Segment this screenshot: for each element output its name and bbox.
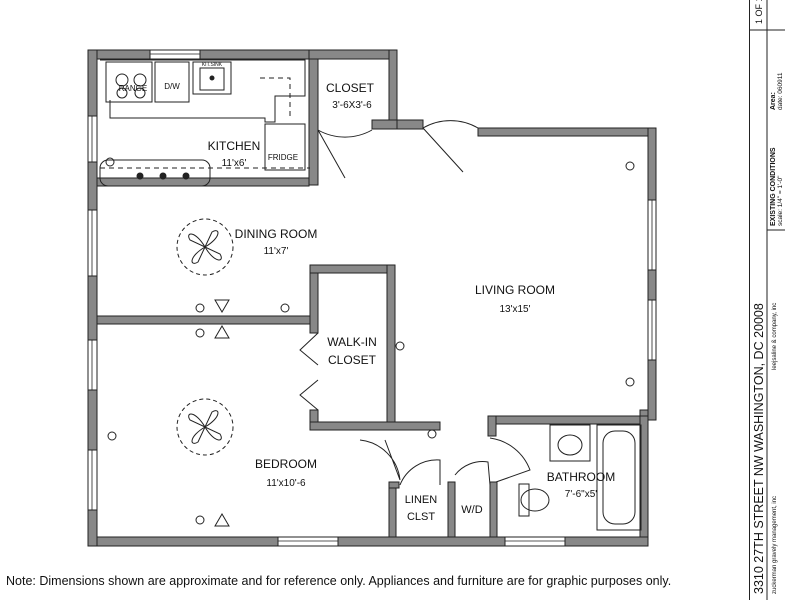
door-wd bbox=[454, 461, 491, 486]
wall-north-living-b bbox=[477, 127, 657, 137]
closet-name: CLOSET bbox=[326, 81, 375, 95]
wall-west bbox=[87, 49, 98, 547]
title-block: 1 OF 1 3310 27TH STREET NW WASHINGTON, D… bbox=[749, 0, 785, 600]
closet-dims: 3'-6X3'-6 bbox=[332, 100, 372, 111]
credit-zuckerman: zuckerman gravely management, inc bbox=[772, 496, 778, 594]
wall-wd-east bbox=[489, 481, 498, 538]
door-bedroom bbox=[359, 439, 401, 481]
living-name: LIVING ROOM bbox=[475, 283, 555, 297]
door-bath bbox=[489, 437, 531, 483]
wall-east bbox=[647, 127, 657, 421]
wall-north-living-a bbox=[396, 119, 424, 130]
window-dining-west bbox=[87, 209, 98, 277]
fan-dining bbox=[176, 218, 234, 276]
wall-linen-east bbox=[447, 481, 456, 538]
bathtub bbox=[596, 424, 642, 531]
wall-closet-east bbox=[388, 49, 398, 129]
wall-closet-bottom bbox=[371, 119, 398, 130]
window-bedroom-west-b bbox=[87, 449, 98, 511]
sheet-number: 1 OF 1 bbox=[754, 0, 764, 24]
door-closet bbox=[317, 129, 373, 179]
scale: scale: 1/4" = 1'-0" bbox=[777, 175, 784, 226]
disclaimer-note: Note: Dimensions shown are approximate a… bbox=[6, 574, 672, 588]
living-dims: 13'x15' bbox=[499, 304, 530, 315]
window-bedroom-west-a bbox=[87, 339, 98, 391]
credit-lee: leejsaline & company, inc bbox=[772, 303, 778, 370]
bedroom-name: BEDROOM bbox=[255, 457, 317, 471]
bedroom-dims: 11'x10'-6 bbox=[266, 478, 306, 489]
fridge bbox=[264, 123, 306, 171]
bathroom-dims: 7'-6"x5' bbox=[565, 489, 597, 500]
wall-bath-north bbox=[487, 415, 649, 425]
wall-walkin-bottom bbox=[309, 421, 441, 431]
linen-line1: LINEN bbox=[405, 494, 437, 506]
kitchen-name: KITCHEN bbox=[208, 139, 261, 153]
wall-north-kitchen bbox=[87, 49, 319, 60]
dw-label: D/W bbox=[164, 82, 180, 91]
wd-label: W/D bbox=[461, 504, 482, 516]
wall-kitchen-dining bbox=[96, 177, 310, 187]
window-kitchen-north bbox=[149, 49, 201, 60]
sink-label: KIT.SINK bbox=[202, 62, 223, 68]
existing-conditions: EXISTING CONDITIONS bbox=[770, 147, 777, 226]
bathroom-name: BATHROOM bbox=[547, 470, 615, 484]
window-bath-south bbox=[504, 536, 566, 547]
door-walkin-a bbox=[299, 332, 319, 366]
walkin-name-1: WALK-IN bbox=[327, 335, 377, 349]
wall-linen-top bbox=[388, 481, 400, 489]
dishwasher bbox=[154, 61, 190, 103]
dining-name: DINING ROOM bbox=[235, 227, 318, 241]
wall-closet-top bbox=[308, 49, 398, 60]
bath-vanity bbox=[549, 424, 591, 462]
door-linen bbox=[399, 459, 441, 486]
wall-walkin-top bbox=[309, 264, 396, 274]
walkin-name-2: CLOSET bbox=[328, 353, 377, 367]
peninsula-counter bbox=[99, 159, 211, 187]
wall-walkin-west bbox=[309, 264, 319, 334]
dining-dims: 11'x7' bbox=[264, 246, 289, 257]
kitchen-sink bbox=[192, 61, 232, 95]
window-kitchen-west bbox=[87, 115, 98, 163]
kitchen-dims: 11'x6' bbox=[222, 158, 247, 169]
fan-bedroom bbox=[176, 398, 234, 456]
wall-dining-bedroom bbox=[96, 315, 311, 325]
date: date: 060911 bbox=[777, 72, 784, 110]
range bbox=[105, 61, 153, 103]
toilet bbox=[520, 488, 550, 512]
door-walkin-b bbox=[299, 379, 319, 411]
kitchen-counter bbox=[100, 59, 306, 123]
fridge-label: FRIDGE bbox=[268, 153, 298, 162]
wall-linen-west bbox=[388, 481, 397, 538]
window-bedroom-south bbox=[277, 536, 339, 547]
door-living-entry bbox=[422, 120, 479, 173]
wall-closet-west bbox=[308, 49, 319, 186]
area: Area: bbox=[770, 92, 777, 110]
linen-line2: CLST bbox=[407, 511, 435, 523]
address: 3310 27TH STREET NW WASHINGTON, DC 20008 bbox=[752, 303, 766, 594]
wall-bath-west bbox=[487, 415, 497, 437]
wall-walkin-east bbox=[386, 264, 396, 431]
range-label: RANGE bbox=[119, 84, 147, 93]
